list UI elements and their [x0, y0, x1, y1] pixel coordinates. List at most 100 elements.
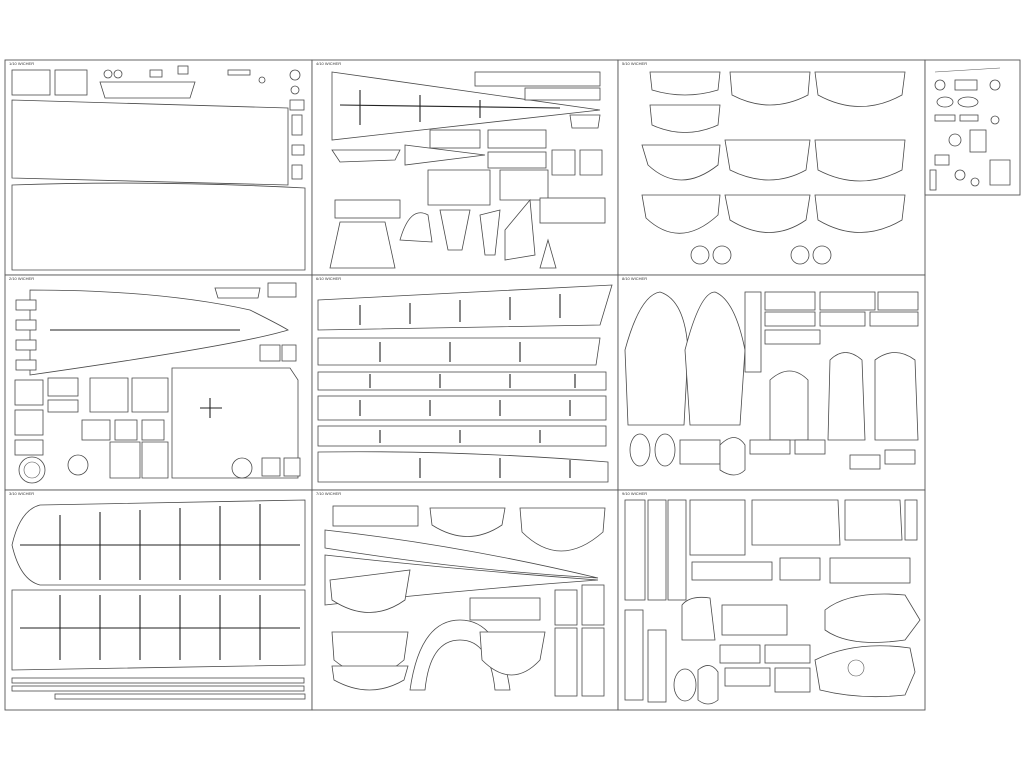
small-panel: [877, 291, 919, 311]
tall-strip: [647, 499, 667, 601]
sheet-9-parts: [624, 499, 921, 705]
hull-keel-strip: [317, 451, 609, 483]
small-part: [291, 144, 305, 156]
small-part: [289, 99, 305, 111]
small-part: [141, 419, 165, 441]
small-part: [989, 159, 1011, 186]
small-part: [849, 454, 881, 470]
sheet-label: 7/10 WICHER: [316, 491, 341, 496]
hull-bottom-plate: [11, 589, 306, 671]
hull-frame: [479, 631, 546, 676]
sheet-label: 9/10 WICHER: [622, 491, 647, 496]
small-panel: [14, 409, 44, 436]
small-part: [227, 69, 251, 76]
small-panel: [764, 329, 821, 345]
small-part: [581, 584, 605, 626]
small-part: [15, 319, 37, 331]
bow-deck-triangle: [331, 71, 601, 141]
round-part: [231, 457, 253, 479]
sheet-label: 6/10 WICHER: [316, 276, 341, 281]
bulkhead-tall: [874, 352, 919, 441]
small-panel: [829, 557, 911, 584]
hull-frame: [814, 139, 906, 182]
small-panel: [267, 282, 297, 298]
ring-part: [790, 245, 810, 265]
small-part: [934, 114, 956, 122]
rounded-frame: [141, 441, 169, 479]
small-panel: [774, 667, 811, 693]
thin-strip: [54, 693, 306, 700]
small-part: [954, 79, 978, 91]
hull-frame: [331, 665, 409, 691]
sheet-label: 4/10 WICHER: [316, 61, 341, 66]
small-panel: [624, 609, 644, 701]
small-part: [581, 627, 605, 697]
long-deck-strip: [317, 395, 607, 421]
small-part: [15, 359, 37, 371]
ring-part: [812, 245, 832, 265]
oval-bulkhead: [824, 593, 921, 643]
small-part: [959, 114, 979, 122]
superstructure: [499, 169, 549, 201]
bulkhead-tall: [684, 291, 746, 426]
round-part: [990, 115, 1000, 125]
sheet-labels: 1/10 WICHER 4/10 WICHER 5/10 WICHER 2/10…: [9, 61, 647, 496]
deck-box: [539, 197, 606, 224]
hull-frame: [724, 194, 811, 233]
hull-side-strip-upper: [11, 99, 289, 186]
hatch-plate: [171, 367, 299, 479]
oval-part: [673, 668, 697, 702]
thin-strip: [11, 685, 305, 692]
round-part: [954, 169, 966, 181]
hull-frame: [641, 194, 721, 234]
round-part: [113, 69, 123, 79]
small-part: [283, 457, 301, 477]
funnel-part: [439, 209, 471, 251]
small-bracket: [569, 114, 601, 129]
sheet-2-parts: [14, 282, 301, 484]
hull-frame: [724, 139, 811, 181]
hull-frame: [649, 71, 721, 96]
deck-box: [487, 151, 547, 169]
mast-part: [539, 238, 557, 269]
round-part: [289, 69, 301, 81]
hull-frame: [814, 71, 906, 107]
fan-part: [504, 199, 536, 261]
small-part: [794, 439, 826, 455]
sheet-3-parts: [11, 499, 306, 700]
small-panel: [719, 644, 761, 664]
round-part: [989, 79, 1001, 91]
sheet-5-parts: [641, 71, 906, 265]
small-panel: [819, 311, 866, 327]
small-part: [114, 419, 138, 441]
hull-frame: [729, 71, 811, 106]
small-part: [15, 299, 37, 311]
small-part: [177, 65, 189, 75]
sheet-label: 3/10 WICHER: [9, 491, 34, 496]
bow-cap: [214, 287, 261, 299]
long-deck-strip: [317, 371, 607, 391]
hull-frame: [641, 144, 721, 181]
round-part: [970, 177, 980, 187]
small-panel: [744, 291, 762, 373]
round-part: [67, 454, 89, 476]
hull-bottom-plate: [11, 499, 306, 586]
bow-fin: [331, 149, 401, 163]
ring-part: [18, 456, 46, 484]
small-part: [291, 114, 303, 136]
small-panel: [721, 604, 788, 636]
bulkhead-tall: [769, 370, 809, 441]
sheet-1-parts: [11, 65, 306, 271]
oval-part: [654, 433, 676, 467]
small-part: [149, 69, 163, 78]
small-part: [934, 154, 950, 166]
rounded-panel: [844, 499, 903, 541]
hull-frame: [329, 569, 411, 613]
small-panel: [764, 644, 811, 664]
small-panel: [14, 439, 44, 456]
small-part: [15, 339, 37, 351]
small-panel: [779, 557, 821, 581]
rounded-panel: [751, 499, 841, 546]
slot-marks: [359, 294, 576, 478]
